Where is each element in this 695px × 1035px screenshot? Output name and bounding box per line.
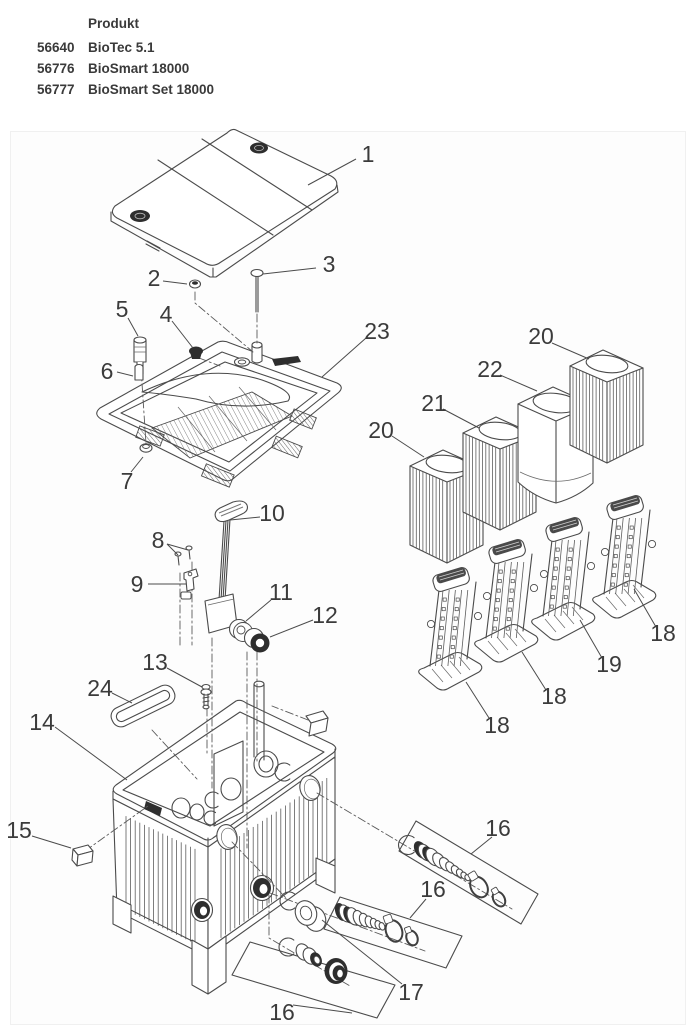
holder-18-left <box>418 565 483 691</box>
nut-17 <box>294 900 327 932</box>
callout-18-b: 18 <box>541 683 567 709</box>
callout-16-c: 16 <box>269 999 295 1025</box>
holder-18-right <box>592 493 657 619</box>
product-name: BioTec 5.1 <box>88 40 155 55</box>
foam-20-right <box>569 349 644 464</box>
callout-13: 13 <box>142 649 168 675</box>
leader-lines <box>31 158 657 1014</box>
callout-9: 9 <box>131 571 144 597</box>
callout-16-b: 16 <box>420 876 446 902</box>
holder-19 <box>531 515 596 641</box>
callout-18-c: 18 <box>650 620 676 646</box>
callout-10: 10 <box>259 500 285 526</box>
lid-part <box>110 128 339 278</box>
callout-18-a: 18 <box>484 712 510 738</box>
callout-19: 19 <box>596 651 622 677</box>
callout-24: 24 <box>87 675 113 701</box>
callout-3: 3 <box>323 251 336 277</box>
tray-part <box>96 340 342 488</box>
callout-20-b: 20 <box>528 323 554 349</box>
tank-part <box>112 680 337 995</box>
product-code: 56776 <box>37 61 75 76</box>
callout-6: 6 <box>101 358 114 384</box>
callout-11: 11 <box>269 579 293 605</box>
page-title: Produkt <box>88 16 140 31</box>
callout-5: 5 <box>116 296 129 322</box>
callout-17: 17 <box>398 979 424 1005</box>
foam-filters <box>409 349 644 564</box>
product-name: BioSmart Set 18000 <box>88 82 215 97</box>
callout-2: 2 <box>148 265 161 291</box>
product-code: 56640 <box>37 40 75 55</box>
callout-8: 8 <box>152 527 165 553</box>
clip-part <box>71 844 94 867</box>
callout-4: 4 <box>160 301 173 327</box>
handle-part <box>204 500 248 634</box>
callout-7: 7 <box>121 468 134 494</box>
product-code: 56777 <box>37 82 75 97</box>
callout-23: 23 <box>364 318 390 344</box>
small-parts <box>71 268 270 867</box>
callout-numbers: 1 2 3 4 5 6 7 8 9 10 11 12 13 14 15 16 1… <box>6 141 676 1025</box>
callout-21: 21 <box>421 390 447 416</box>
callout-14: 14 <box>29 709 55 735</box>
gasket-part <box>110 684 176 728</box>
callout-1: 1 <box>362 141 375 167</box>
hose-connectors <box>231 820 539 1019</box>
callout-22: 22 <box>477 356 503 382</box>
holder-18-middle <box>474 537 539 663</box>
callout-16-a: 16 <box>485 815 511 841</box>
callout-20-a: 20 <box>368 417 394 443</box>
product-name: BioSmart 18000 <box>88 61 190 76</box>
callout-12: 12 <box>312 602 338 628</box>
callout-15: 15 <box>6 817 32 843</box>
